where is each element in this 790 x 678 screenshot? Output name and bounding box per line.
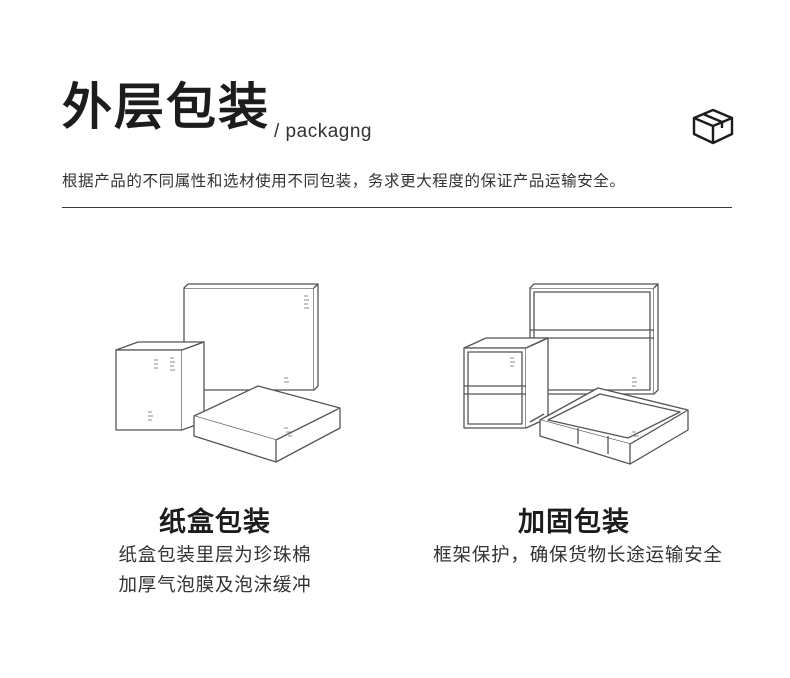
cardboard-boxes-illustration bbox=[108, 282, 348, 472]
paper-box-title: 纸盒包装 bbox=[159, 507, 271, 538]
open-box-icon bbox=[690, 106, 736, 146]
paper-box-line-1: 纸盒包装里层为珍珠棉 bbox=[118, 545, 312, 566]
divider bbox=[62, 207, 732, 208]
page-subtitle: / packagng bbox=[274, 121, 372, 142]
page-title: 外层包装 bbox=[62, 78, 270, 136]
paper-box-line-2: 加厚气泡膜及泡沫缓冲 bbox=[118, 575, 312, 596]
reinforced-line-1: 框架保护，确保货物长途运输安全 bbox=[433, 545, 723, 566]
page-description: 根据产品的不同属性和选材使用不同包装，务求更大程度的保证产品运输安全。 bbox=[62, 172, 626, 190]
reinforced-crates-illustration bbox=[458, 282, 698, 472]
reinforced-title: 加固包装 bbox=[518, 507, 630, 538]
